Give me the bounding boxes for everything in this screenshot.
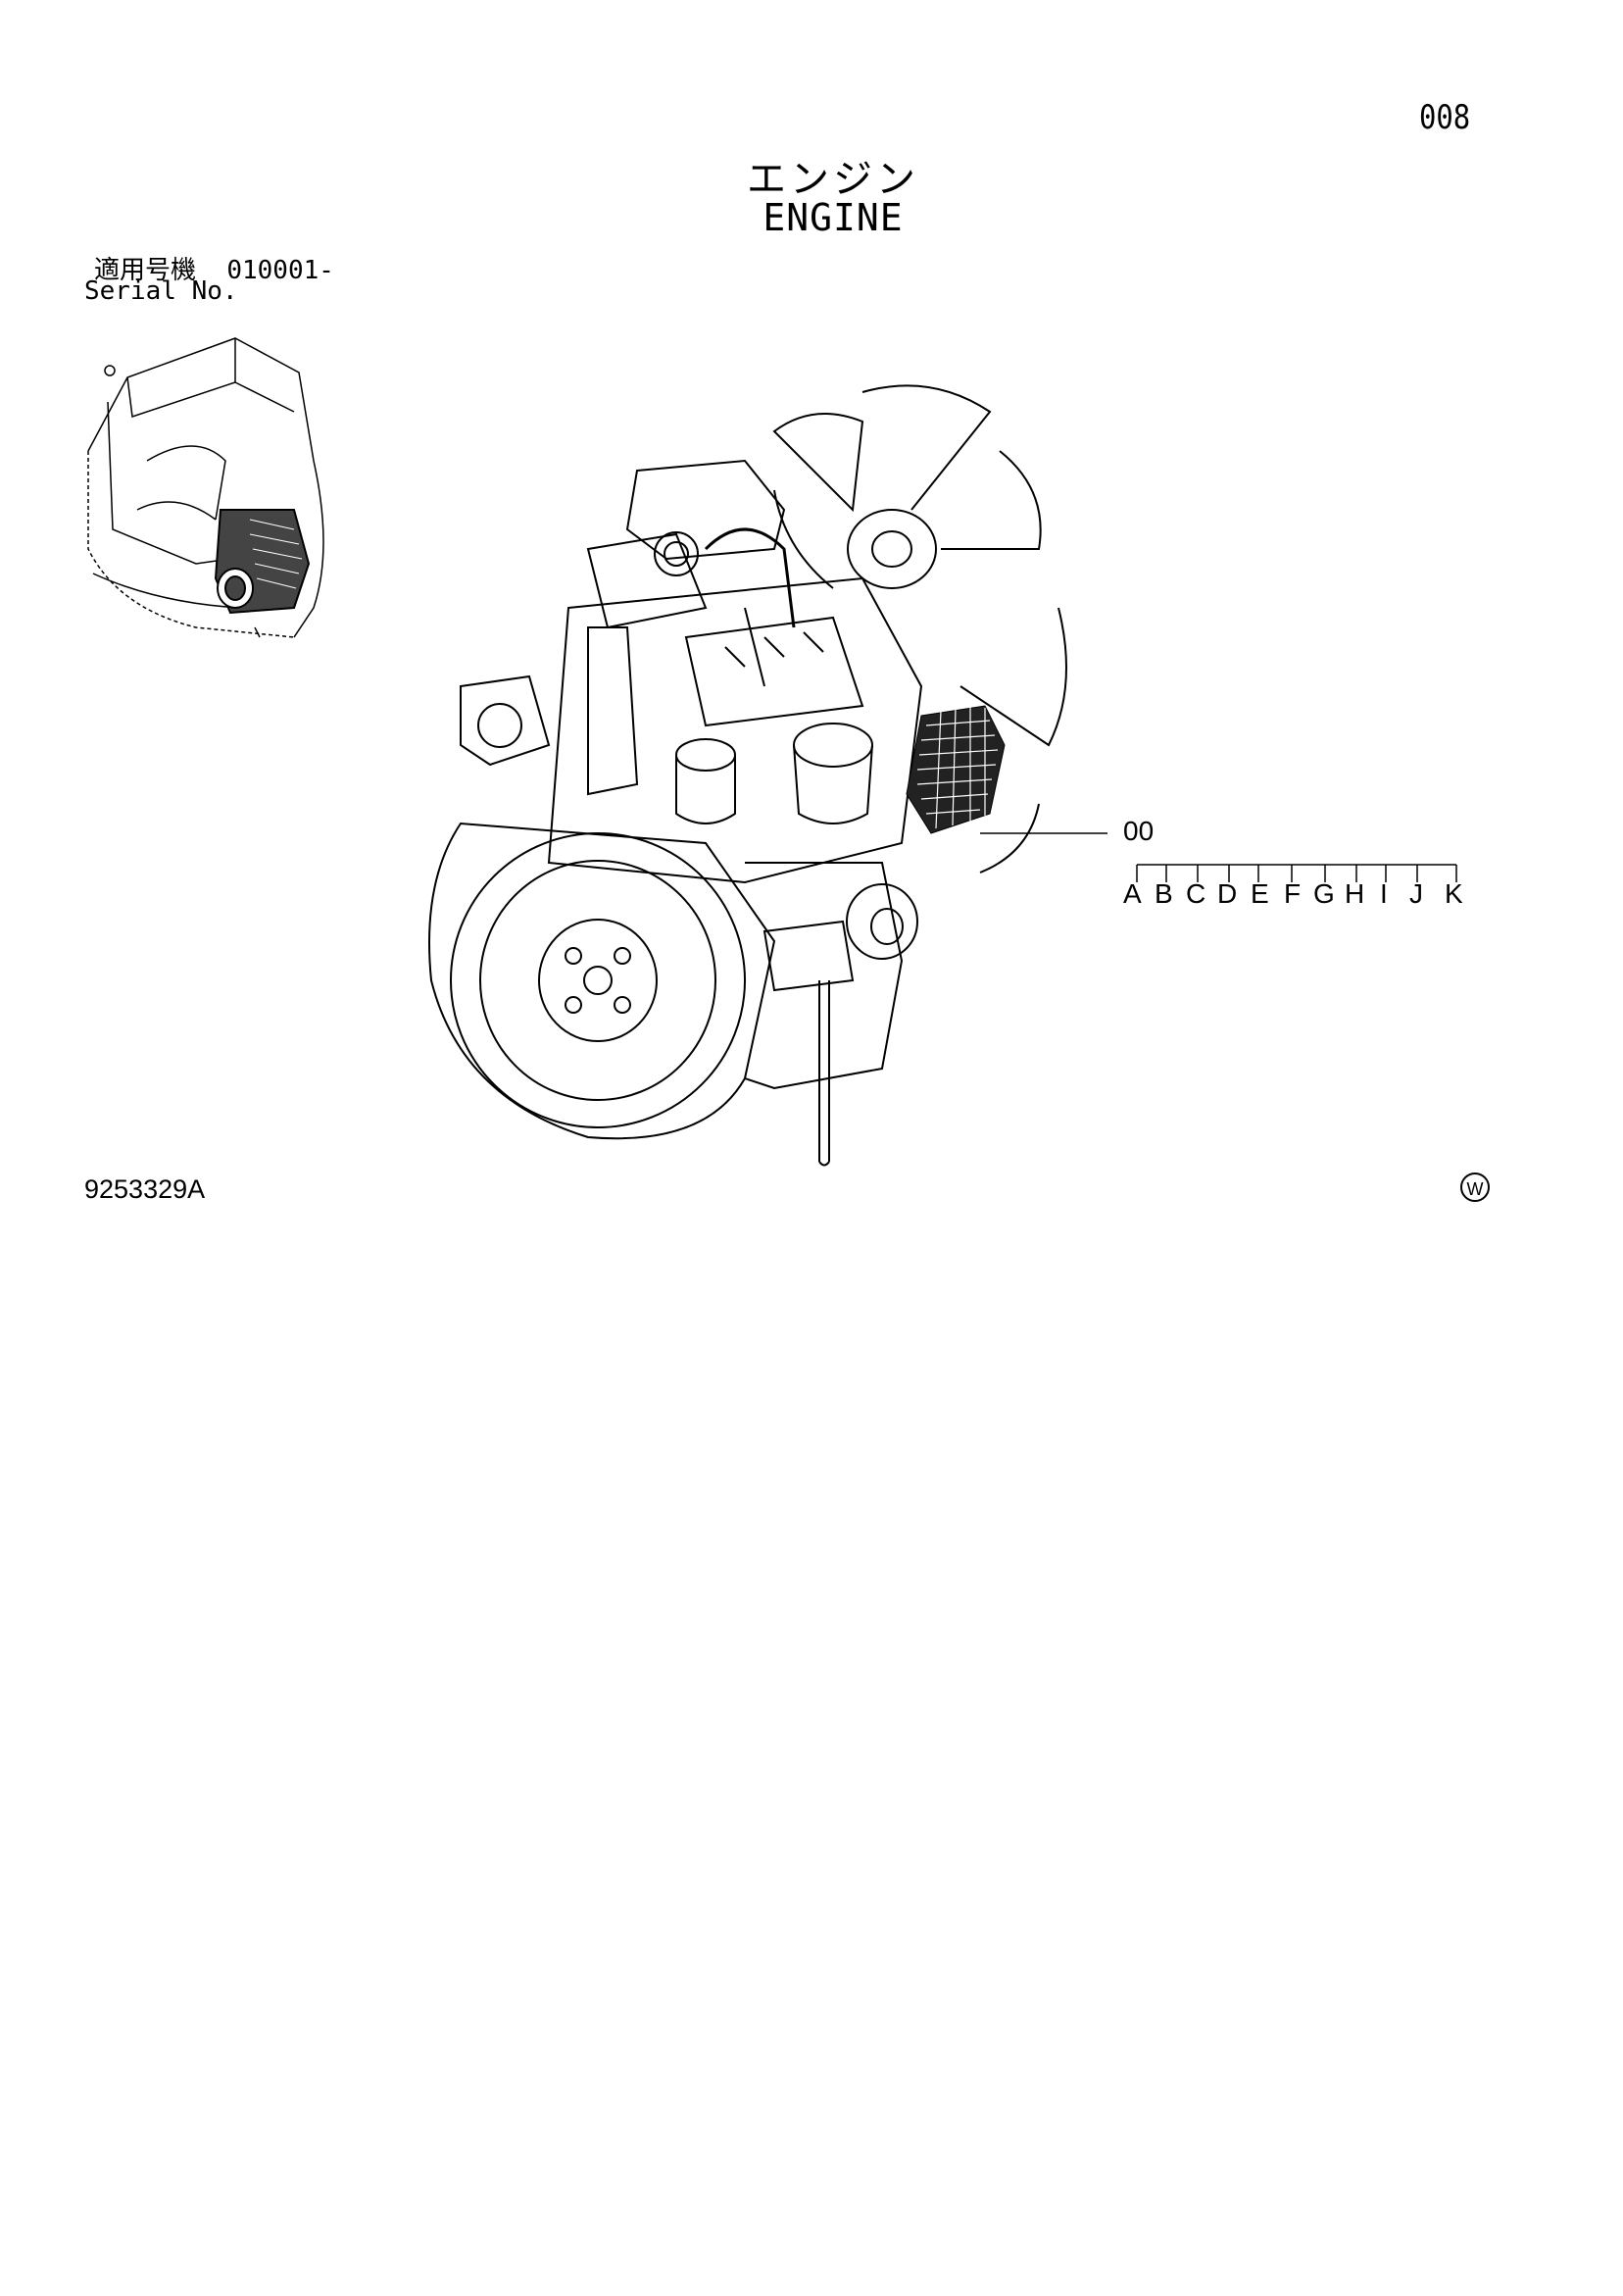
serial-label-en: Serial No.: [84, 276, 238, 306]
page-title-en: ENGINE: [762, 196, 904, 239]
serial-range: 010001-: [226, 256, 334, 285]
callout-letter-f: F: [1284, 878, 1302, 909]
circled-w-icon: W: [1460, 1173, 1490, 1202]
callout-letter-a: A: [1123, 878, 1142, 909]
callout-letter-e: E: [1251, 878, 1269, 909]
callout-letter-h: H: [1345, 878, 1365, 909]
serial-line-jp: 適用号機 010001-: [94, 250, 334, 286]
page-title-jp: エンジン: [747, 157, 919, 202]
callout-letter-i: I: [1380, 878, 1388, 909]
drawing-number: 9253329A: [84, 1174, 206, 1204]
callout-letter-k: K: [1445, 878, 1463, 909]
callout-letter-g: G: [1313, 878, 1335, 909]
callout-letter-d: D: [1217, 878, 1238, 909]
callout-letter-b: B: [1155, 878, 1173, 909]
callout-code: 00: [1123, 816, 1155, 846]
callout-letter-j: J: [1409, 878, 1423, 909]
serial-label-jp: 適用号機: [94, 256, 197, 285]
callout-letter-c: C: [1186, 878, 1206, 909]
page-number: 008: [1419, 98, 1471, 137]
